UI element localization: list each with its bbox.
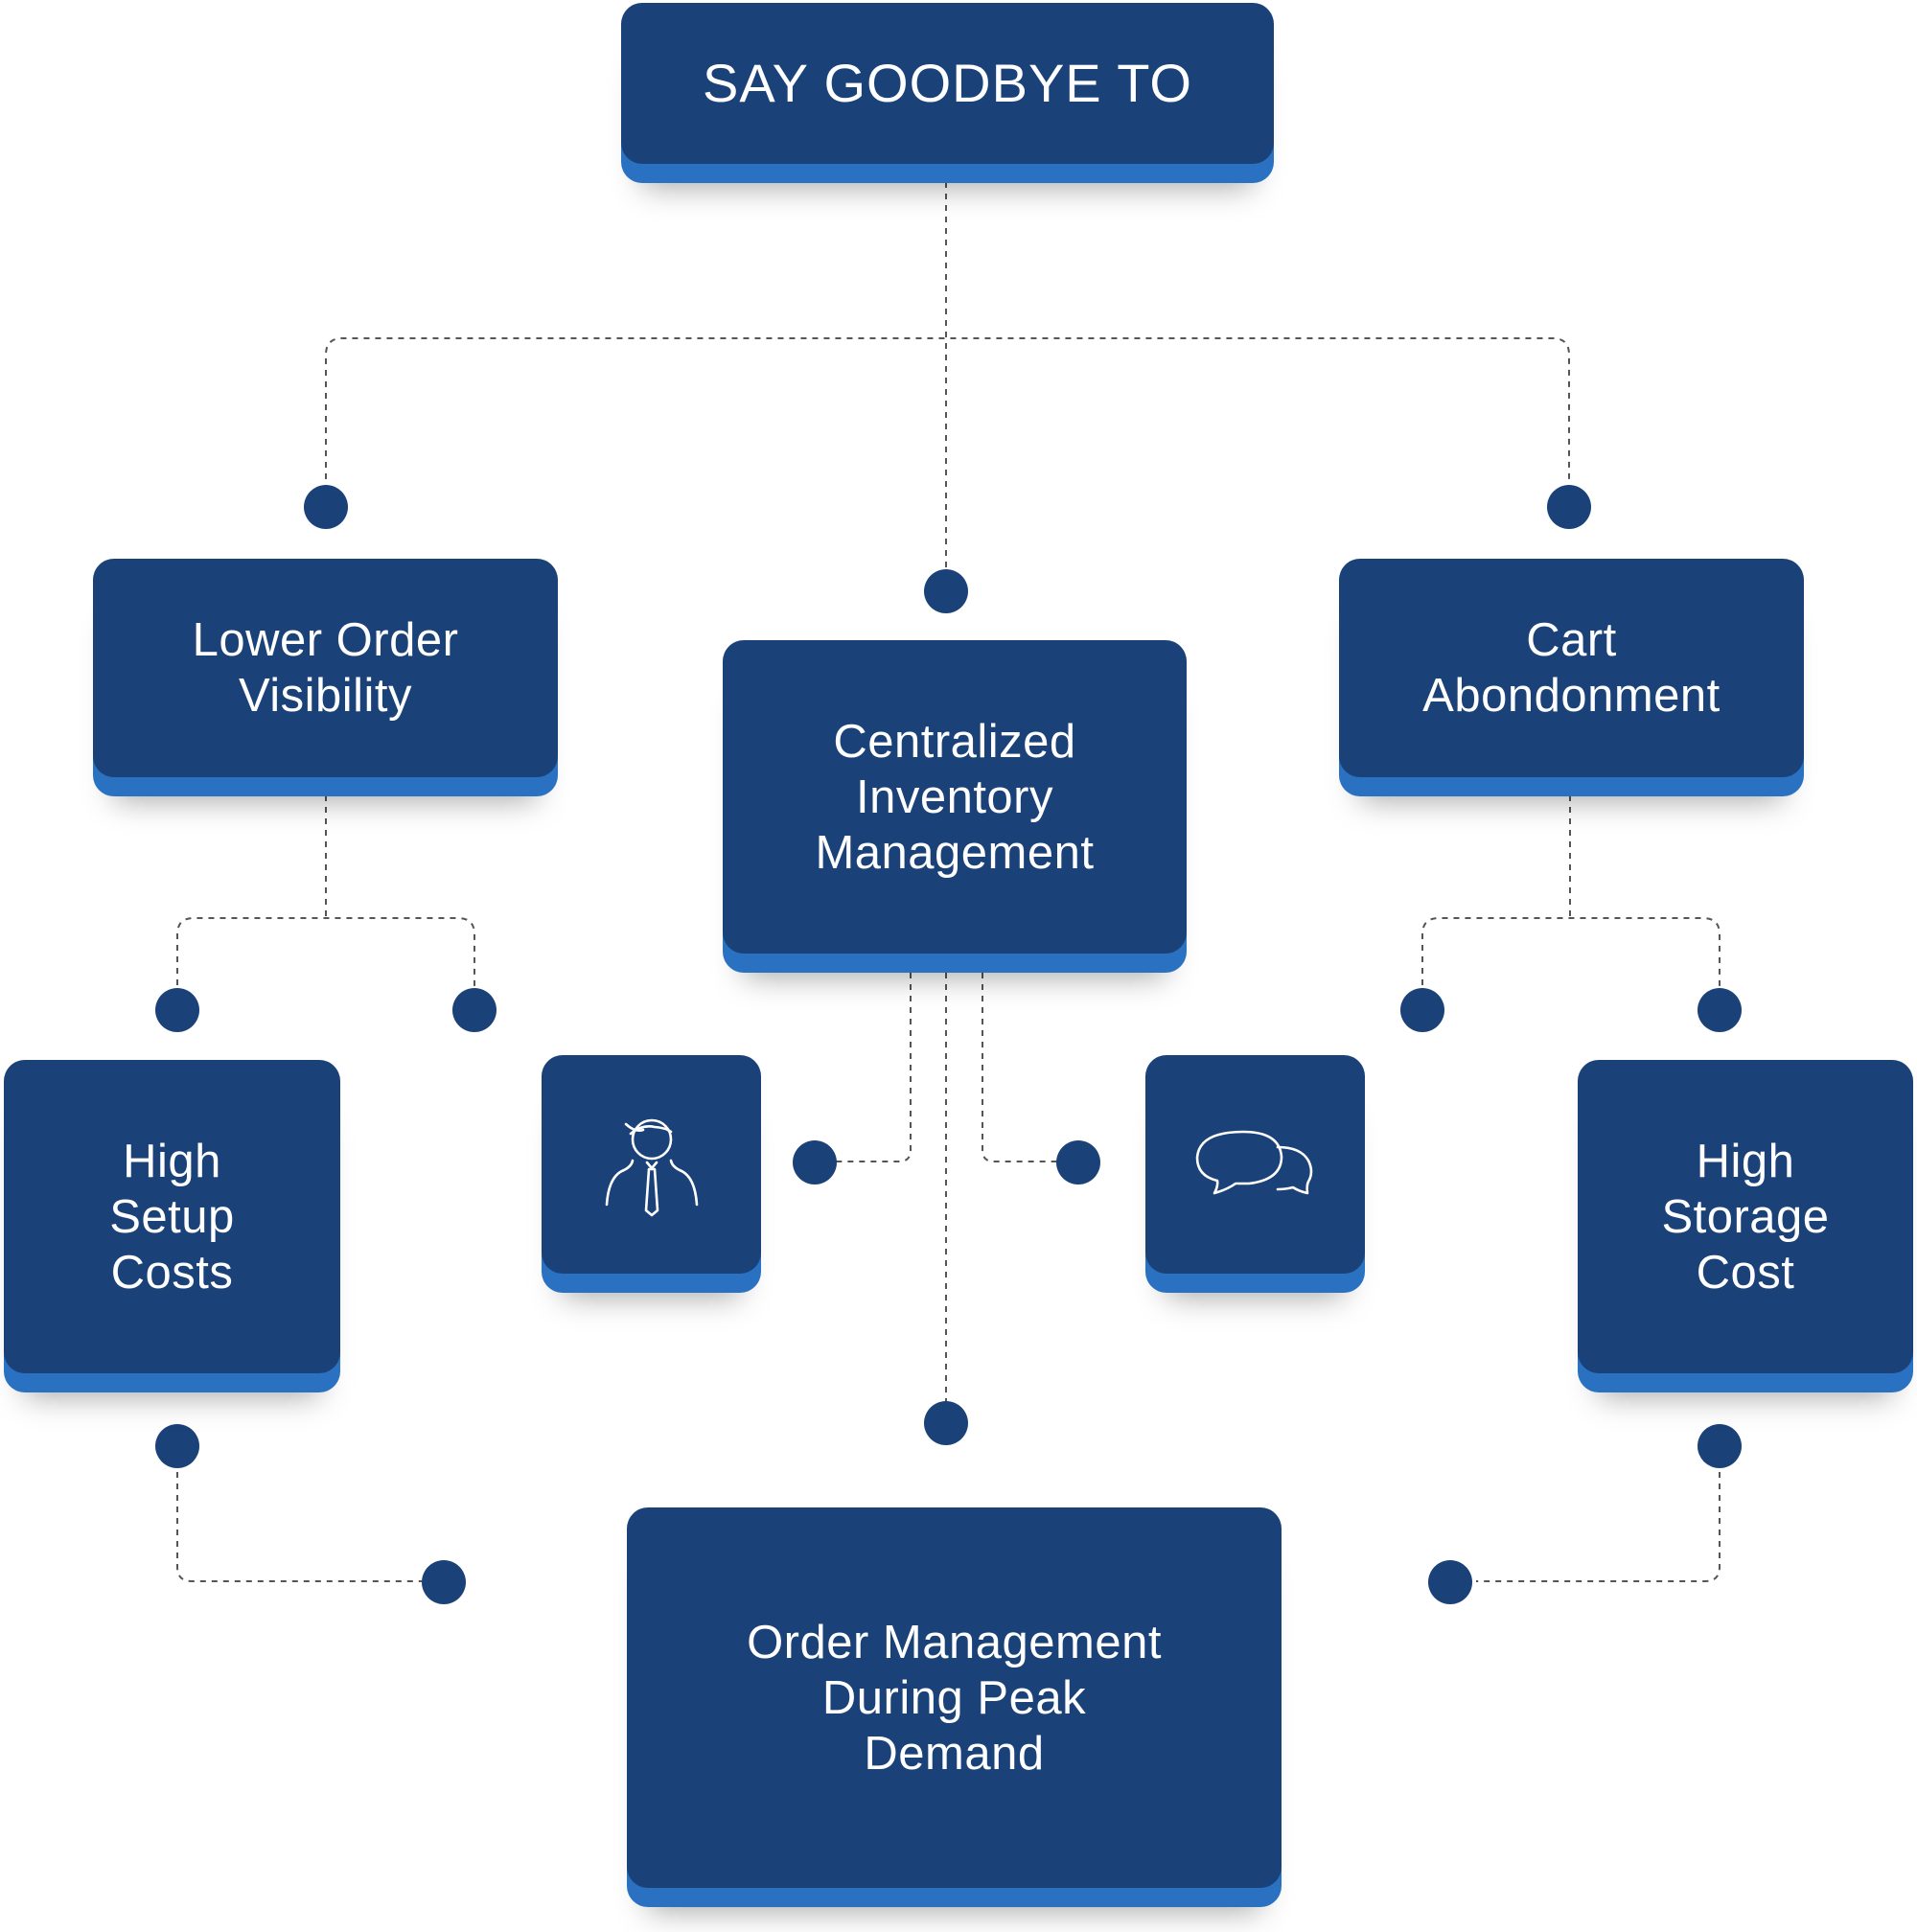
node-label: Order Management During Peak Demand <box>747 1616 1162 1780</box>
connector-center-chat <box>982 973 1074 1162</box>
node-label: Centralized Inventory Management <box>815 715 1095 879</box>
node-lower-order-visibility: Lower Order Visibility <box>93 559 558 777</box>
connector-dot <box>155 1424 199 1468</box>
connector-dot <box>1698 988 1742 1032</box>
node-label: Lower Order Visibility <box>192 614 459 722</box>
connector-dot <box>422 1560 466 1604</box>
connector-dot <box>1400 988 1444 1032</box>
connector-dot <box>1428 1560 1472 1604</box>
node-cart-abandonment: Cart Abondonment <box>1339 559 1804 777</box>
title-card: SAY GOODBYE TO <box>621 3 1274 164</box>
node-order-management-peak: Order Management During Peak Demand <box>627 1507 1282 1888</box>
connector-title-branches <box>325 337 1570 479</box>
connector-dot <box>304 485 348 529</box>
connector-center-person <box>820 973 912 1162</box>
connector-dot <box>793 1140 837 1184</box>
chat-icon-card <box>1145 1055 1365 1274</box>
connector-dot <box>452 988 497 1032</box>
businessman-icon <box>599 1107 704 1222</box>
connector-dot <box>1547 485 1591 529</box>
connector-dot <box>1056 1140 1100 1184</box>
diagram-title: SAY GOODBYE TO <box>703 53 1192 113</box>
chat-bubbles-icon <box>1193 1126 1318 1203</box>
connector-right-fork <box>1421 917 1721 997</box>
connector-dot <box>1698 1424 1742 1468</box>
node-label: High Setup Costs <box>109 1135 235 1299</box>
node-high-storage-cost: High Storage Cost <box>1578 1060 1913 1373</box>
node-high-setup-costs: High Setup Costs <box>4 1060 340 1373</box>
connector-storage-bottom <box>1476 1449 1721 1582</box>
connector-setup-bottom <box>176 1449 422 1582</box>
person-icon-card <box>542 1055 761 1274</box>
connector-dot <box>155 988 199 1032</box>
node-label: High Storage Cost <box>1661 1135 1830 1299</box>
connector-left-fork <box>176 917 475 997</box>
node-label: Cart Abondonment <box>1422 614 1721 722</box>
connector-dot <box>924 1401 968 1445</box>
node-centralized-inventory: Centralized Inventory Management <box>723 640 1187 954</box>
connector-dot <box>924 569 968 613</box>
